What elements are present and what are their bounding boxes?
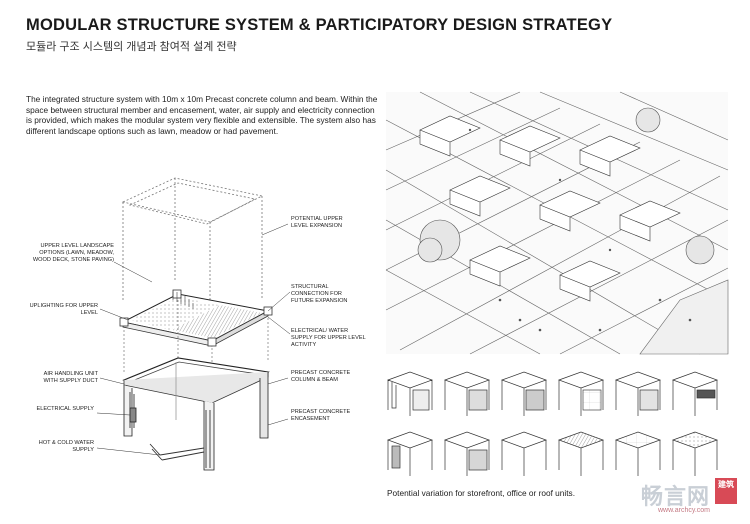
label-precast-column: PRECAST CONCRETE COLUMN & BEAM bbox=[291, 370, 351, 383]
aerial-perspective bbox=[385, 91, 729, 355]
leader-lines bbox=[96, 223, 291, 456]
page-subtitle: 모듈라 구조 시스템의 개념과 참여적 설계 전략 bbox=[26, 41, 237, 53]
label-electrical-supply: ELECTRICAL SUPPLY bbox=[36, 406, 94, 412]
exploded-axonometric bbox=[119, 177, 273, 471]
label-precast-encasement: PRECAST CONCRETE ENCASEMENT bbox=[291, 409, 351, 422]
variations-caption: Potential variation for storefront, offi… bbox=[387, 488, 576, 498]
intro-paragraph: The integrated structure system with 10m… bbox=[26, 94, 378, 136]
watermark-url: www.archcy.com bbox=[658, 507, 710, 514]
watermark-badge: 建筑 bbox=[715, 478, 737, 504]
label-uplighting: UPLIGHTING FOR UPPER LEVEL bbox=[29, 303, 98, 316]
label-electrical-water: ELECTRICAL/ WATER SUPPLY FOR UPPER LEVEL… bbox=[291, 328, 366, 348]
variation-thumbnails bbox=[386, 371, 719, 476]
label-upper-expansion: POTENTIAL UPPER LEVEL EXPANSION bbox=[291, 216, 343, 229]
label-structural-connection: STRUCTURAL CONNECTION FOR FUTURE EXPANSI… bbox=[291, 284, 348, 304]
label-water-supply: HOT & COLD WATER SUPPLY bbox=[38, 440, 94, 453]
label-landscape-options: UPPER LEVEL LANDSCAPE OPTIONS (LAWN, MEA… bbox=[32, 243, 114, 263]
watermark-brand: 畅言网 bbox=[641, 484, 711, 509]
label-air-handling: AIR HANDLING UNIT WITH SUPPLY DUCT bbox=[43, 371, 99, 384]
page-title: MODULAR STRUCTURE SYSTEM & PARTICIPATORY… bbox=[26, 16, 613, 34]
